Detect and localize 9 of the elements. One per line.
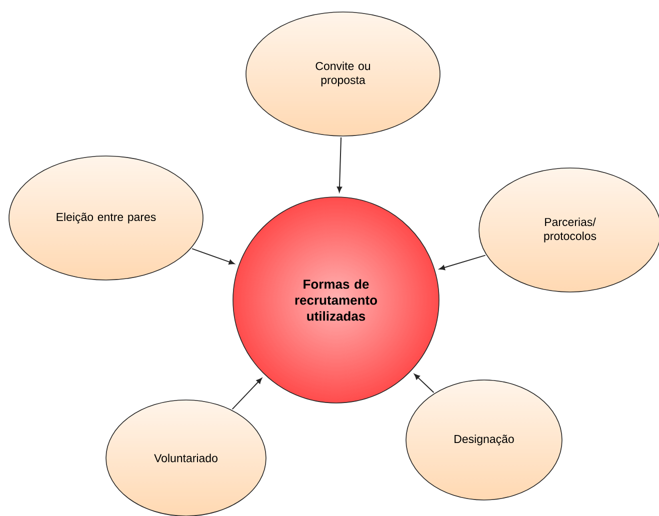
ellipse-node: Eleição entre pares	[8, 156, 204, 280]
arrow	[439, 254, 486, 270]
arrow	[192, 248, 235, 265]
arrow	[232, 378, 262, 410]
arrow	[336, 136, 342, 192]
ellipse-node: Convite ou proposta	[246, 12, 440, 136]
ellipse-node: Designação	[406, 380, 562, 500]
ellipse-node: Voluntariado	[106, 400, 266, 516]
arrow	[414, 374, 434, 393]
